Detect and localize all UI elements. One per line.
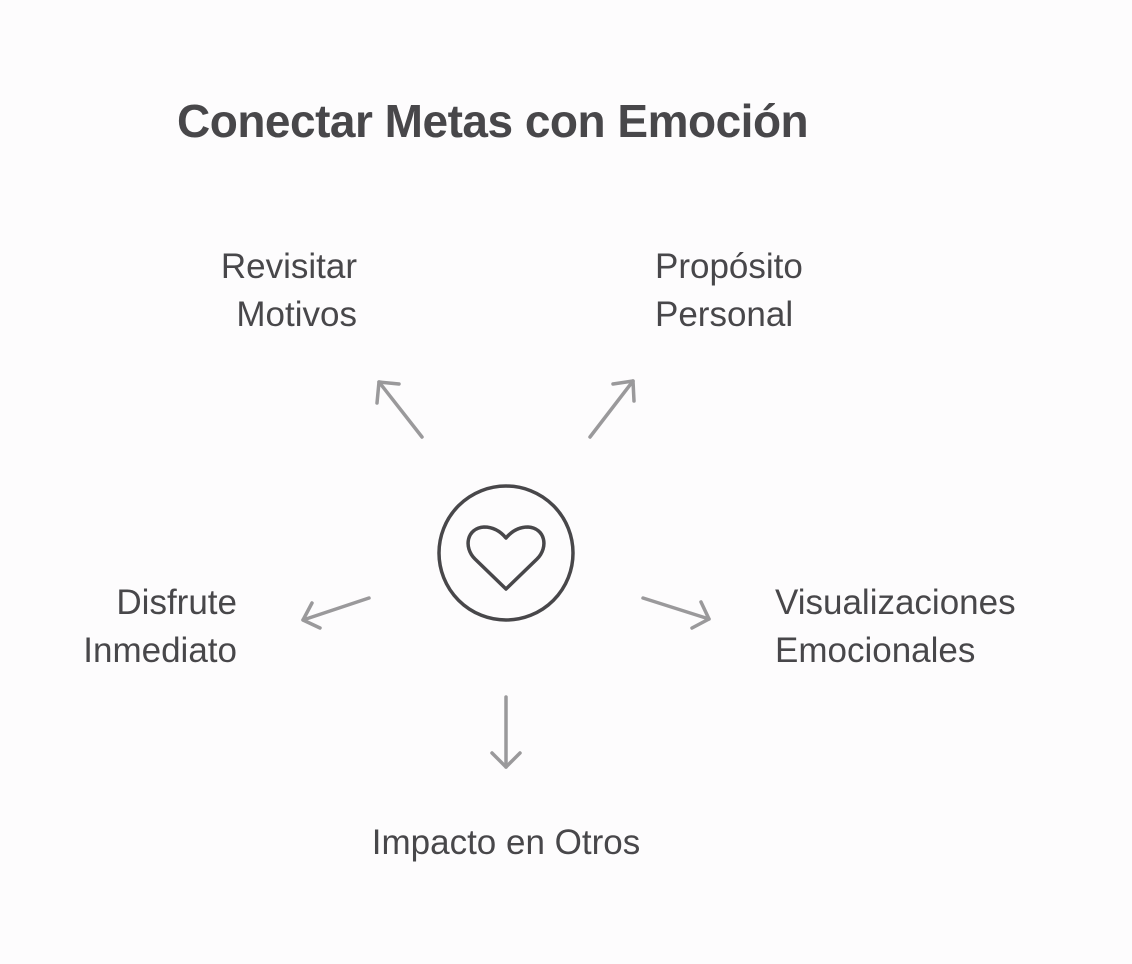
node-label-line: Revisitar	[220, 247, 357, 286]
node-label-line: Motivos	[236, 295, 357, 334]
node-label-line: Visualizaciones	[775, 583, 1016, 622]
node-label-line: Impacto en Otros	[371, 823, 641, 862]
heart-icon	[466, 525, 546, 591]
node-impacto-en-otros: Impacto en Otros	[306, 819, 706, 867]
center-node	[437, 484, 575, 622]
arrow-up-right-icon	[588, 379, 636, 439]
center-circle	[437, 484, 575, 622]
diagram-title: Conectar Metas con Emoción	[177, 95, 809, 147]
node-label-line: Emocionales	[775, 631, 976, 670]
arrow-down-icon	[490, 695, 522, 769]
node-label-line: Propósito	[655, 247, 803, 286]
node-proposito-personal: Propósito Personal	[655, 243, 803, 339]
arrow-up-left-icon	[375, 380, 424, 439]
node-label-line: Disfrute	[116, 583, 237, 622]
node-revisitar-motivos: Revisitar Motivos	[221, 243, 357, 339]
arrow-left-icon	[301, 596, 371, 630]
node-label-line: Personal	[655, 295, 794, 334]
node-label-line: Inmediato	[83, 631, 237, 670]
node-visualizaciones-emocionales: Visualizaciones Emocionales	[775, 579, 1016, 675]
arrow-right-icon	[641, 596, 711, 630]
node-disfrute-inmediato: Disfrute Inmediato	[83, 579, 237, 675]
